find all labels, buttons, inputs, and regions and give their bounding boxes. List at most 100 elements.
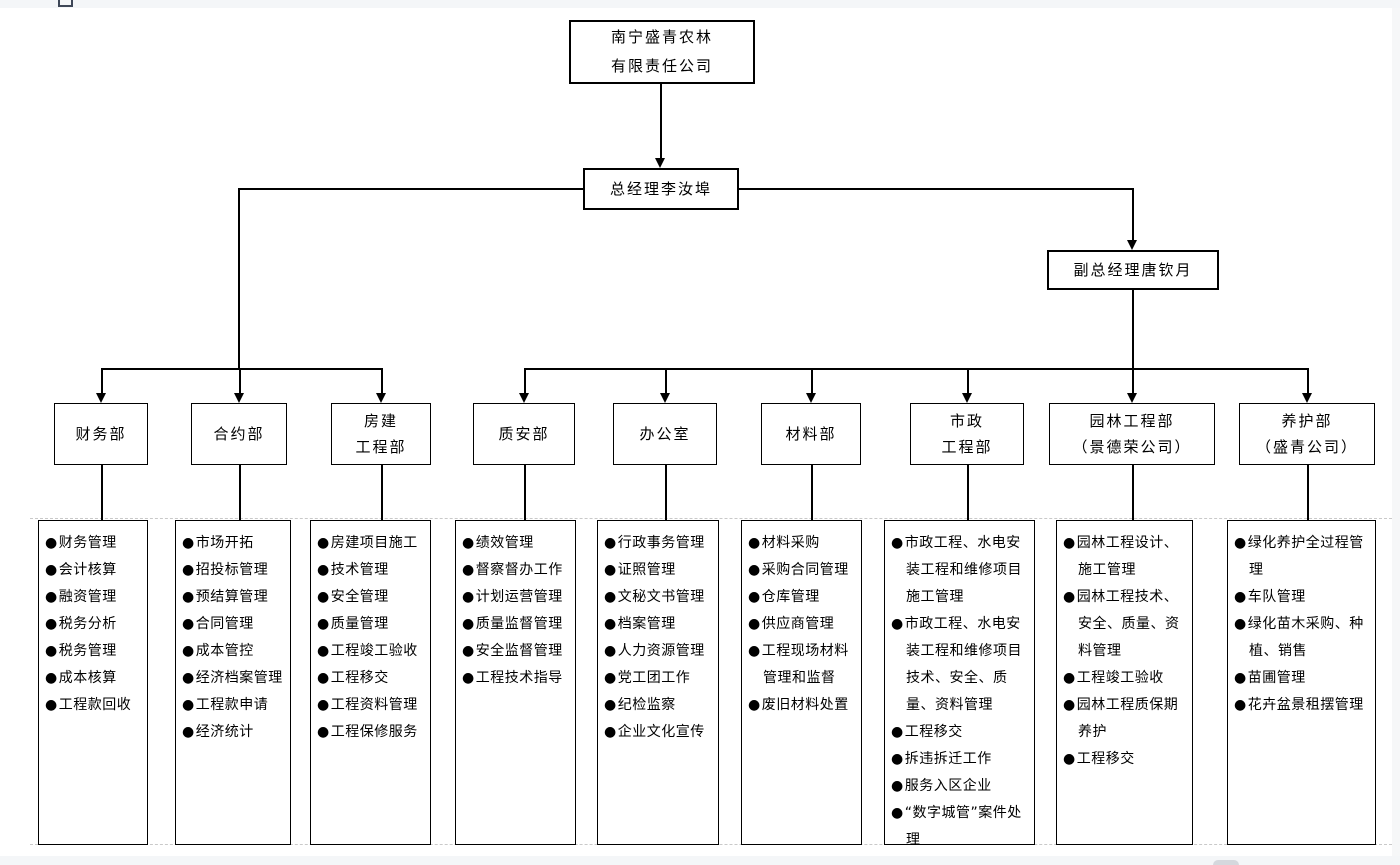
connector-line <box>524 368 1308 370</box>
duty-item: 纪检监察 <box>604 692 715 719</box>
duty-item: 园林工程技术、安全、质量、资料管理 <box>1063 584 1189 665</box>
connector-line <box>239 464 241 520</box>
duty-item: 服务入区企业 <box>891 773 1031 800</box>
duty-item: 工程移交 <box>891 719 1031 746</box>
connector-line <box>811 464 813 520</box>
arrowhead-icon <box>660 393 670 403</box>
duty-item: 文秘文书管理 <box>604 584 715 611</box>
duty-item: 绿化苗木采购、种植、销售 <box>1234 611 1372 665</box>
duty-item: 工程移交 <box>1063 746 1189 773</box>
arrowhead-icon <box>655 158 665 168</box>
arrowhead-icon <box>962 393 972 403</box>
department-name: 质安部 <box>498 425 550 443</box>
department-name: （景德荣公司） <box>1072 438 1192 456</box>
arrowhead-icon <box>806 393 816 403</box>
department-box: 园林工程部 （景德荣公司） <box>1049 403 1215 465</box>
duty-item: 拆违拆迁工作 <box>891 746 1031 773</box>
department-name: 办公室 <box>639 425 691 443</box>
department-box: 合约部 <box>191 403 287 465</box>
connector-line <box>101 368 382 370</box>
arrowhead-icon <box>519 393 529 403</box>
arrowhead-icon <box>1302 393 1312 403</box>
department-duties-box: 房建项目施工技术管理安全管理质量管理工程竣工验收工程移交工程资料管理工程保修服务 <box>310 520 431 845</box>
department-name: 园林工程部 <box>1089 412 1175 430</box>
bottom-bar <box>0 856 1400 865</box>
duty-item: 废旧材料处置 <box>748 692 858 719</box>
connector-line <box>1132 188 1134 241</box>
duty-item: 绩效管理 <box>462 530 572 557</box>
arrowhead-icon <box>234 393 244 403</box>
connector-line <box>665 368 667 394</box>
duty-item: 安全监督管理 <box>462 638 572 665</box>
duty-item: 质量管理 <box>317 611 427 638</box>
duty-item: 工程移交 <box>317 665 427 692</box>
duty-item: 企业文化宣传 <box>604 719 715 746</box>
connector-line <box>381 368 383 394</box>
department-box: 办公室 <box>613 403 717 465</box>
department-duties-box: 财务管理会计核算融资管理税务分析税务管理成本核算工程款回收 <box>38 520 148 845</box>
duty-item: 技术管理 <box>317 557 427 584</box>
connector-line <box>1132 464 1134 520</box>
duty-item: 行政事务管理 <box>604 530 715 557</box>
duty-item: 融资管理 <box>45 584 144 611</box>
duty-item: 财务管理 <box>45 530 144 557</box>
duty-item: 工程技术指导 <box>462 665 572 692</box>
duty-item: 党工团工作 <box>604 665 715 692</box>
connector-line <box>524 464 526 520</box>
connector-line <box>381 464 383 520</box>
department-duties-box: 园林工程设计、施工管理园林工程技术、安全、质量、资料管理工程竣工验收园林工程质保… <box>1056 520 1193 845</box>
duty-item: 招投标管理 <box>182 557 287 584</box>
company-box: 南宁盛青农林 有限责任公司 <box>569 20 755 84</box>
connector-line <box>665 464 667 520</box>
duty-list: 园林工程设计、施工管理园林工程技术、安全、质量、资料管理工程竣工验收园林工程质保… <box>1057 521 1192 773</box>
connector-line <box>1132 368 1134 394</box>
duty-item: 材料采购 <box>748 530 858 557</box>
duty-item: 计划运营管理 <box>462 584 572 611</box>
duty-item: 仓库管理 <box>748 584 858 611</box>
duty-list: 行政事务管理证照管理文秘文书管理档案管理人力资源管理党工团工作纪检监察企业文化宣… <box>598 521 718 746</box>
department-box: 材料部 <box>761 403 861 465</box>
duty-item: 园林工程质保期养护 <box>1063 692 1189 746</box>
department-duties-box: 市政工程、水电安装工程和维修项目施工管理市政工程、水电安装工程和维修项目技术、安… <box>884 520 1035 848</box>
duty-item: 苗圃管理 <box>1234 665 1372 692</box>
department-name: 合约部 <box>213 425 265 443</box>
deputy-general-manager-title: 副总经理唐钦月 <box>1073 260 1193 279</box>
department-name: 工程部 <box>355 438 407 456</box>
duty-item: 房建项目施工 <box>317 530 427 557</box>
arrowhead-icon <box>96 393 106 403</box>
duty-item: 工程竣工验收 <box>1063 665 1189 692</box>
duty-item: 采购合同管理 <box>748 557 858 584</box>
horizontal-scrollbar-thumb[interactable] <box>1213 860 1239 865</box>
department-duties-box: 行政事务管理证照管理文秘文书管理档案管理人力资源管理党工团工作纪检监察企业文化宣… <box>597 520 719 845</box>
company-name-line1: 南宁盛青农林 <box>610 28 713 46</box>
duty-item: 督察督办工作 <box>462 557 572 584</box>
department-box: 养护部（盛青公司） <box>1239 403 1375 465</box>
duty-item: 市政工程、水电安装工程和维修项目施工管理 <box>891 530 1031 611</box>
department-box: 房建工程部 <box>331 403 431 465</box>
connector-line <box>101 368 103 394</box>
duty-item: 绿化养护全过程管理 <box>1234 530 1372 584</box>
connector-line <box>524 368 526 394</box>
department-name: 工程部 <box>941 438 993 456</box>
connector-line <box>1307 368 1309 394</box>
duty-item: 人力资源管理 <box>604 638 715 665</box>
duty-item: 工程现场材料管理和监督 <box>748 638 858 692</box>
connector-line <box>239 368 241 394</box>
duty-item: 证照管理 <box>604 557 715 584</box>
department-duties-box: 绩效管理督察督办工作计划运营管理质量监督管理安全监督管理工程技术指导 <box>455 520 576 845</box>
duty-list: 材料采购采购合同管理仓库管理供应商管理工程现场材料管理和监督废旧材料处置 <box>742 521 861 719</box>
connector-line <box>1132 290 1134 369</box>
duty-item: 工程款申请 <box>182 692 287 719</box>
connector-line <box>239 188 583 190</box>
duty-list: 市政工程、水电安装工程和维修项目施工管理市政工程、水电安装工程和维修项目技术、安… <box>885 521 1034 854</box>
duty-item: 经济统计 <box>182 719 287 746</box>
duty-item: 会计核算 <box>45 557 144 584</box>
duty-item: 花卉盆景租摆管理 <box>1234 692 1372 719</box>
connector-line <box>101 464 103 520</box>
duty-item: 经济档案管理 <box>182 665 287 692</box>
department-name: 财务部 <box>75 425 127 443</box>
duty-item: 质量监督管理 <box>462 611 572 638</box>
duty-item: 工程款回收 <box>45 692 144 719</box>
duty-item: “数字城管”案件处理 <box>891 800 1031 854</box>
